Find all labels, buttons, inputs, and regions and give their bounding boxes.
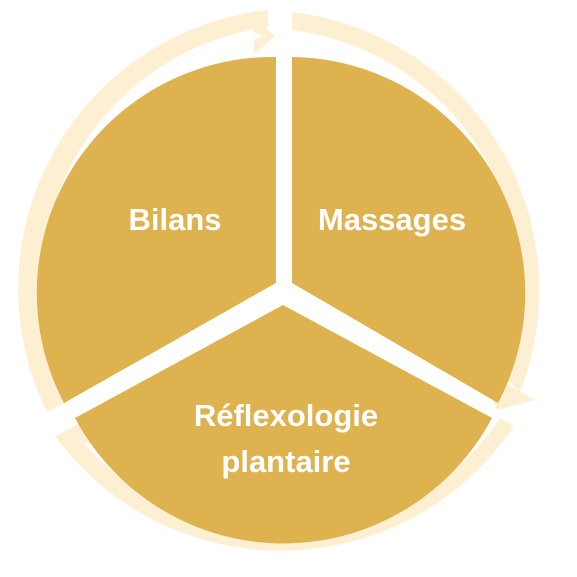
arrowhead-top bbox=[254, 18, 275, 54]
segment-label-reflexologie-line2: plantaire bbox=[221, 444, 350, 479]
segment-label-bilans: Bilans bbox=[128, 202, 221, 237]
cycle-segments bbox=[36, 56, 526, 544]
segment-massages bbox=[292, 57, 526, 403]
segment-label-reflexologie-line1: Réflexologie bbox=[194, 398, 378, 433]
segment-bilans bbox=[36, 56, 276, 404]
arrow-arc-bottom bbox=[55, 418, 514, 551]
cycle-labels: Bilans Massages Réflexologie plantaire bbox=[128, 202, 466, 479]
segment-reflexologie bbox=[75, 305, 492, 544]
arrow-arc-top bbox=[18, 10, 268, 412]
segment-label-massages: Massages bbox=[318, 202, 466, 237]
